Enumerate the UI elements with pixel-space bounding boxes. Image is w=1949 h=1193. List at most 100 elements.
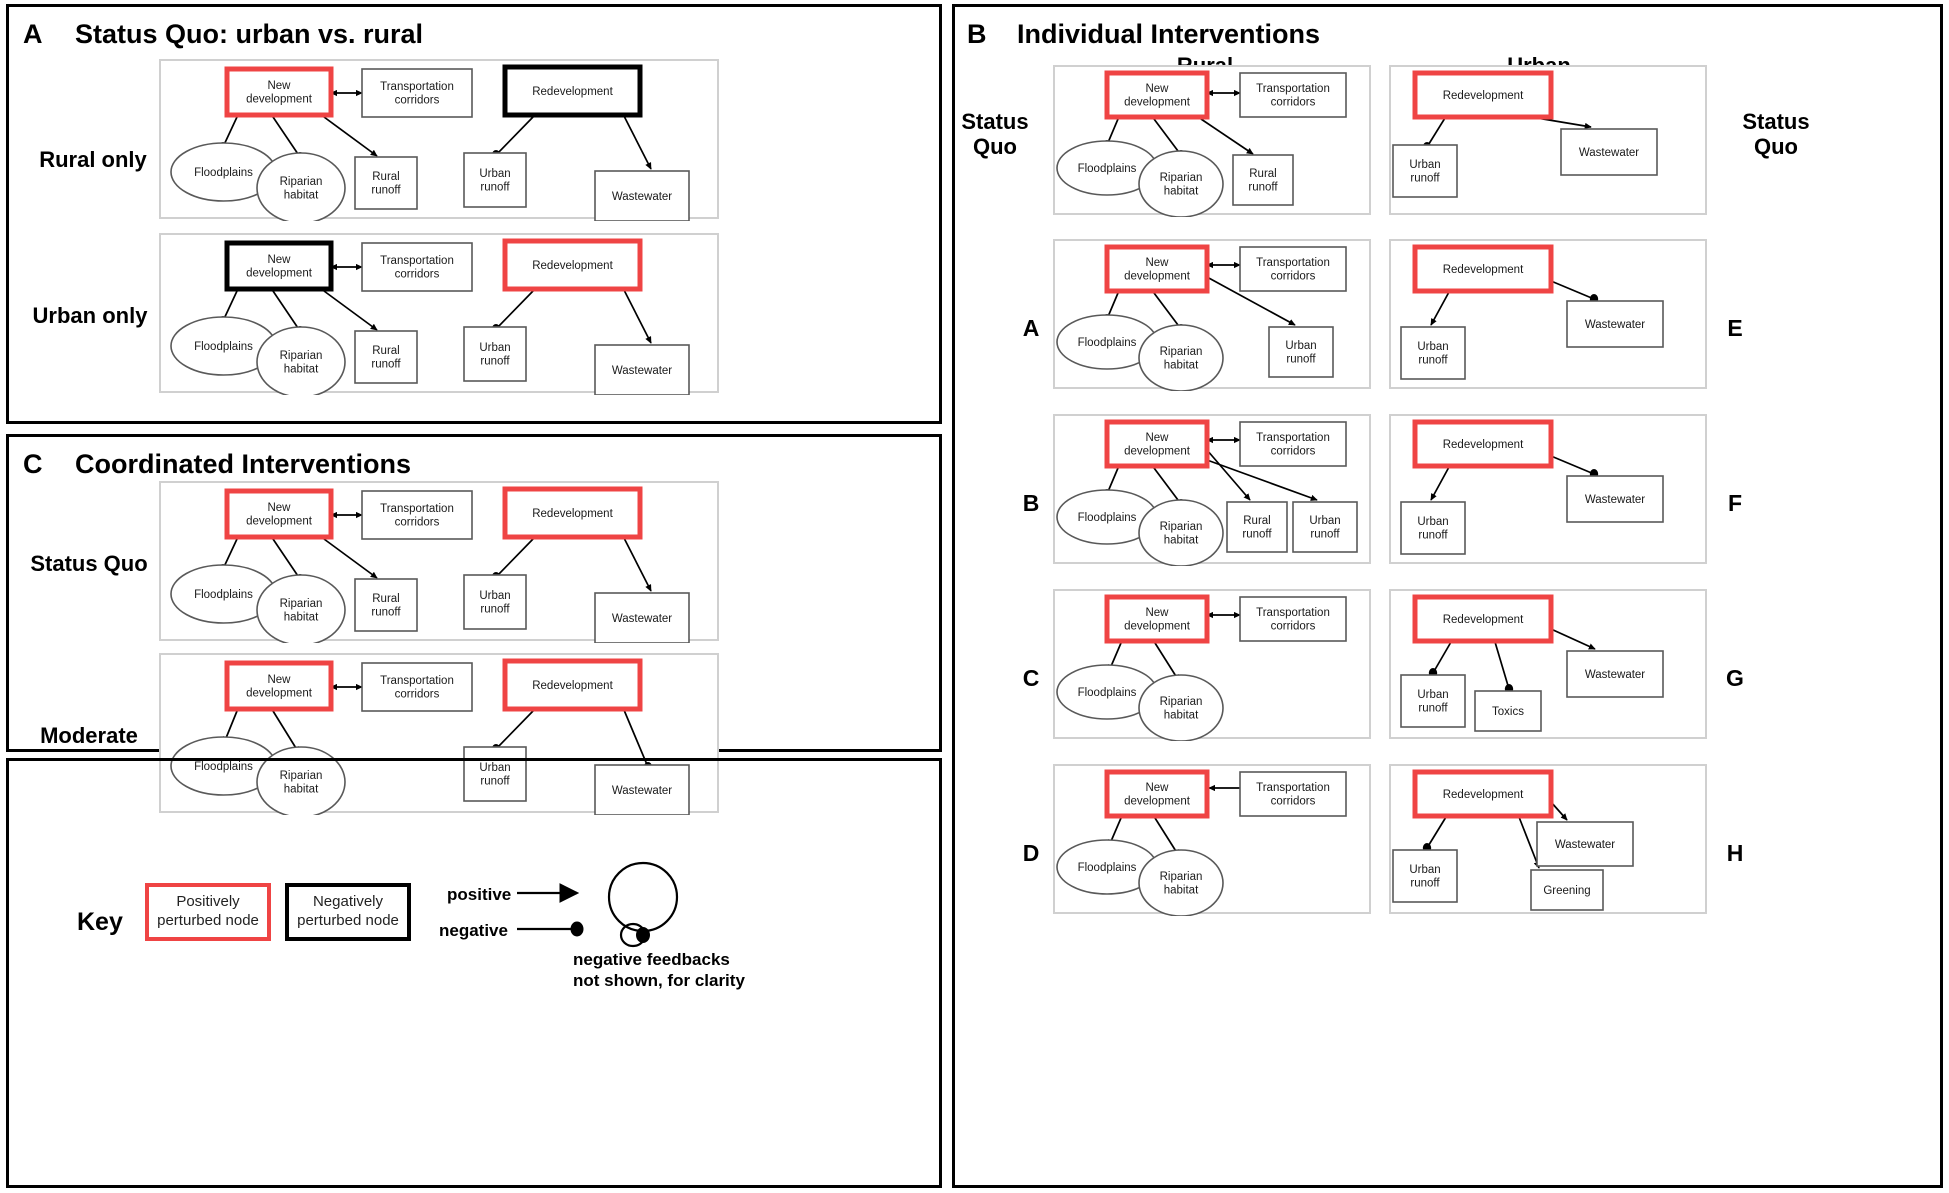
node-label: runoff	[1286, 354, 1316, 366]
panel-b: B Individual Interventions Rural Urban S…	[952, 4, 1943, 1188]
node-label: Wastewater	[1585, 319, 1645, 331]
node-wastewater: Wastewater	[594, 170, 690, 221]
node-floodplains: Floodplains	[1056, 664, 1158, 720]
panel-c: C Coordinated Interventions Status Quo N…	[6, 434, 942, 815]
node-label: runoff	[480, 604, 510, 616]
node-label: corridors	[1271, 271, 1316, 283]
node-label: Redevelopment	[532, 680, 613, 692]
node-label: Riparian	[1160, 172, 1203, 184]
node-label: Toxics	[1492, 706, 1524, 718]
node-label: corridors	[1271, 97, 1316, 109]
node-new-development: New development	[1104, 419, 1210, 469]
node-label: Transportation	[380, 81, 454, 93]
node-label: runoff	[1418, 703, 1448, 715]
node-label: New	[1145, 782, 1169, 794]
row-letter-h: H	[1726, 840, 1744, 866]
link-pos	[272, 710, 300, 754]
node-label: runoff	[371, 185, 401, 197]
link-neg	[1422, 816, 1447, 853]
diagram-canvas: NewdevelopmentTransportationcorridorsRed…	[170, 658, 690, 815]
node-label: Redevelopment	[1443, 439, 1524, 451]
node-redevelopment: Redevelopment	[1412, 594, 1554, 644]
diagram-canvas: NewdevelopmentTransportationcorridorsRed…	[170, 486, 690, 643]
node-label: Riparian	[1160, 521, 1203, 533]
node-label: New	[1145, 432, 1169, 444]
node-label: New	[1145, 607, 1169, 619]
node-label: development	[1124, 446, 1191, 458]
node-label: Wastewater	[612, 191, 672, 203]
link-pos	[1518, 816, 1540, 869]
row-letter-a: A	[1022, 315, 1040, 341]
link-neg	[1428, 641, 1452, 678]
node-label: Transportation	[1256, 607, 1330, 619]
link-pos	[623, 537, 652, 592]
node-label: New	[1145, 83, 1169, 95]
node-label: development	[1124, 271, 1191, 283]
node-label: runoff	[371, 607, 401, 619]
node-label: Urban	[1285, 340, 1316, 352]
panel-a-title: Status Quo: urban vs. rural	[75, 19, 424, 49]
node-label: Transportation	[1256, 432, 1330, 444]
node-label: New	[267, 80, 291, 92]
node-label: development	[246, 268, 313, 280]
node-label: runoff	[480, 356, 510, 368]
node-label: Transportation	[380, 503, 454, 515]
node-new-development: New development	[1104, 244, 1210, 294]
node-label: Urban	[1409, 864, 1440, 876]
row-label-urban-only: Urban only	[32, 303, 148, 328]
node-label: habitat	[284, 364, 319, 376]
row-letter-e: E	[1727, 315, 1743, 341]
node-label: development	[246, 94, 313, 106]
link-pos	[1206, 276, 1296, 326]
node-label: Rural	[372, 171, 399, 183]
node-label: Floodplains	[1078, 337, 1137, 349]
node-label: Urban	[479, 168, 510, 180]
node-label: Wastewater	[1579, 147, 1639, 159]
node-wastewater: Wastewater	[594, 344, 690, 395]
node-label: habitat	[284, 612, 319, 624]
diagram-canvas: NewdevelopmentTransportationcorridorsRed…	[170, 238, 690, 395]
link-pos	[1206, 459, 1318, 501]
node-wastewater: Wastewater	[1560, 128, 1658, 176]
node-label: corridors	[1271, 796, 1316, 808]
link-pos	[1550, 628, 1596, 650]
node-floodplains: Floodplains	[170, 736, 277, 796]
node-label: Transportation	[1256, 83, 1330, 95]
node-label: runoff	[1248, 182, 1278, 194]
node-label: Wastewater	[612, 613, 672, 625]
node-label: runoff	[1242, 529, 1272, 541]
node-label: Redevelopment	[1443, 614, 1524, 626]
node-greening: Greening	[1530, 869, 1604, 911]
node-label: Riparian	[280, 350, 323, 362]
node-label: New	[1145, 257, 1169, 269]
node-label: corridors	[1271, 621, 1316, 633]
